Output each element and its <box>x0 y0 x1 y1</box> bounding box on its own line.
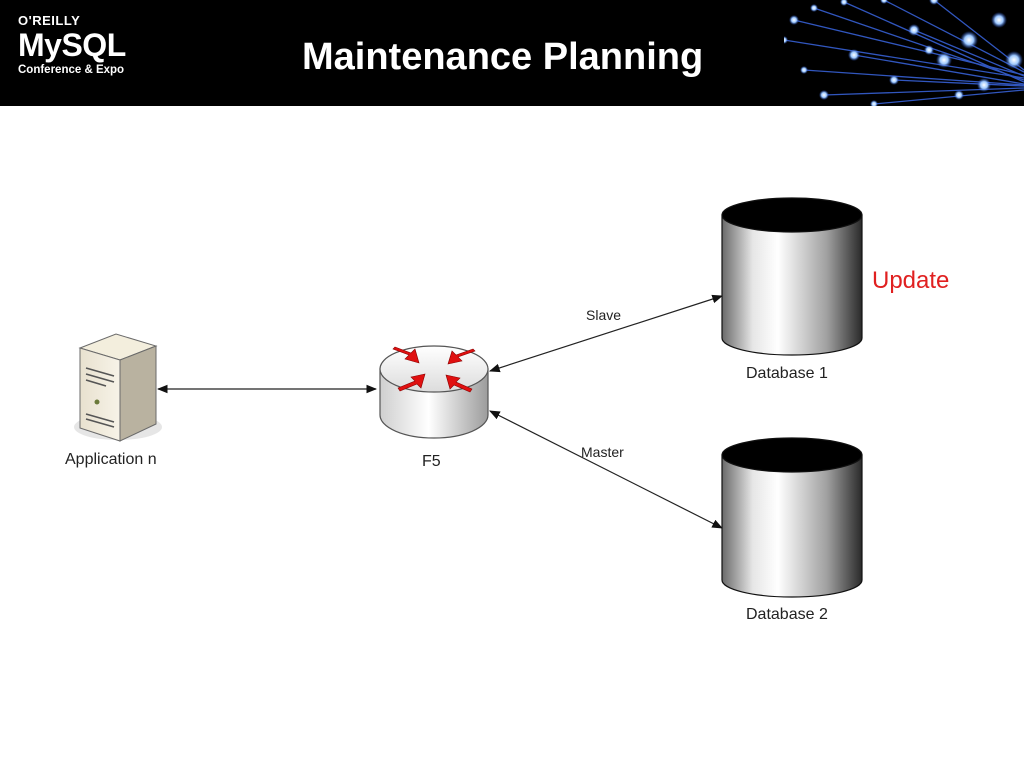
connection-f5-db2: Master <box>489 410 723 529</box>
node-database-1: Update Database 1 <box>721 197 949 382</box>
logo-publisher: O'REILLY <box>18 13 81 28</box>
database-icon <box>721 437 863 598</box>
node-label-application: Application n <box>65 451 157 468</box>
node-database-2: Database 2 <box>721 437 863 623</box>
slide-title: Maintenance Planning <box>302 36 704 78</box>
slide-header: O'REILLY MySQL Conference & Expo Mainten… <box>0 0 1024 106</box>
edge-label-slave: Slave <box>586 307 621 323</box>
database-icon <box>721 197 863 356</box>
node-label-database-1: Database 1 <box>746 365 828 382</box>
node-label-database-2: Database 2 <box>746 606 828 623</box>
logo-event: Conference & Expo <box>18 64 125 76</box>
node-application: Application n <box>65 333 162 468</box>
node-f5: F5 <box>379 345 489 470</box>
logo-product: MySQL <box>18 27 126 63</box>
connection-f5-db1: Slave <box>488 294 724 373</box>
router-icon <box>379 345 489 439</box>
conference-logo: O'REILLY MySQL Conference & Expo <box>18 14 126 78</box>
node-label-f5: F5 <box>422 453 441 470</box>
network-diagram: Slave Master Application n <box>65 197 949 623</box>
edge-label-master: Master <box>581 444 624 460</box>
server-icon <box>74 333 162 442</box>
update-annotation: Update <box>872 267 949 294</box>
fiber-optic-image <box>784 0 1024 106</box>
